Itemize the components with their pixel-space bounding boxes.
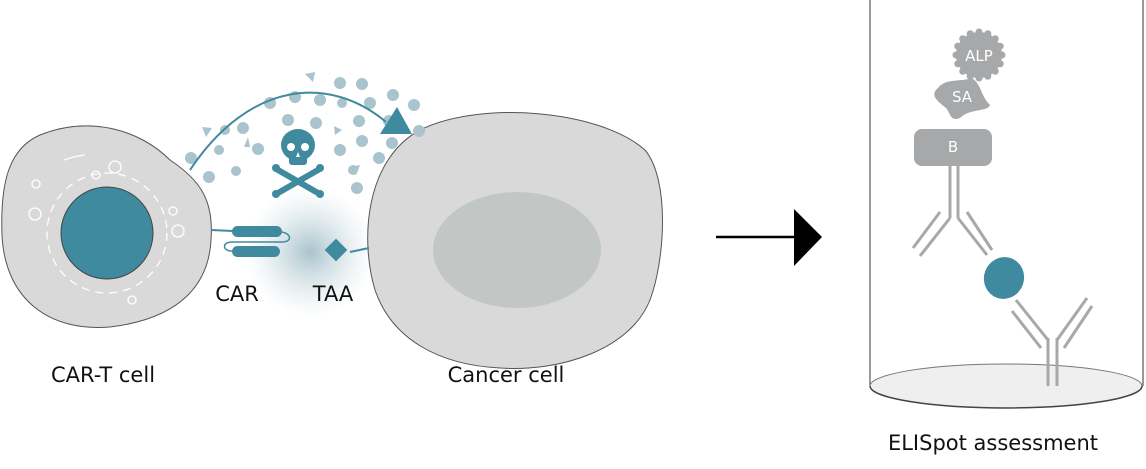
elispot-well (869, 0, 1144, 409)
gear-tooth (959, 35, 967, 43)
elispot-label: ELISpot assessment (887, 431, 1099, 455)
taa-label: TAA (312, 282, 354, 306)
capture-antibody (1010, 297, 1094, 386)
svg-text:B: B (948, 138, 958, 156)
process-arrow-icon (716, 209, 822, 266)
cytotoxic-arc-arrow (189, 91, 387, 171)
gear-tooth (991, 35, 999, 43)
skull-crossbones-icon (272, 129, 324, 198)
svg-text:SA: SA (952, 88, 973, 106)
gear-tooth (966, 30, 974, 38)
biotin-box: B (914, 129, 992, 166)
detection-antibody (911, 166, 994, 257)
car-receptor (210, 226, 291, 257)
car-t-nucleus (60, 186, 154, 280)
gear-tooth (996, 60, 1004, 68)
gear-tooth (998, 51, 1006, 59)
gear-tooth (954, 42, 962, 50)
gear-tooth (959, 67, 967, 75)
gear-tooth (975, 28, 983, 36)
svg-text:ALP: ALP (965, 47, 993, 65)
car-t-cell (1, 125, 212, 329)
gear-tooth (991, 67, 999, 75)
triangle-granule (380, 107, 412, 134)
gear-tooth (952, 51, 960, 59)
car-label: CAR (215, 282, 259, 306)
gear-tooth (954, 60, 962, 68)
gear-tooth (984, 30, 992, 38)
cancer-nucleus (433, 192, 601, 308)
gear-tooth (984, 72, 992, 80)
cytokine-analyte (983, 257, 1025, 299)
cancer-cell-label: Cancer cell (447, 363, 565, 387)
gear-tooth (966, 72, 974, 80)
alp-enzyme-icon: ALP (952, 28, 1006, 82)
synapse-glow (245, 187, 375, 317)
gear-tooth (975, 74, 983, 82)
gear-tooth (996, 42, 1004, 50)
streptavidin-shape: SA (934, 78, 990, 119)
car-t-cell-label: CAR-T cell (50, 363, 156, 387)
cancer-cell (367, 112, 663, 369)
